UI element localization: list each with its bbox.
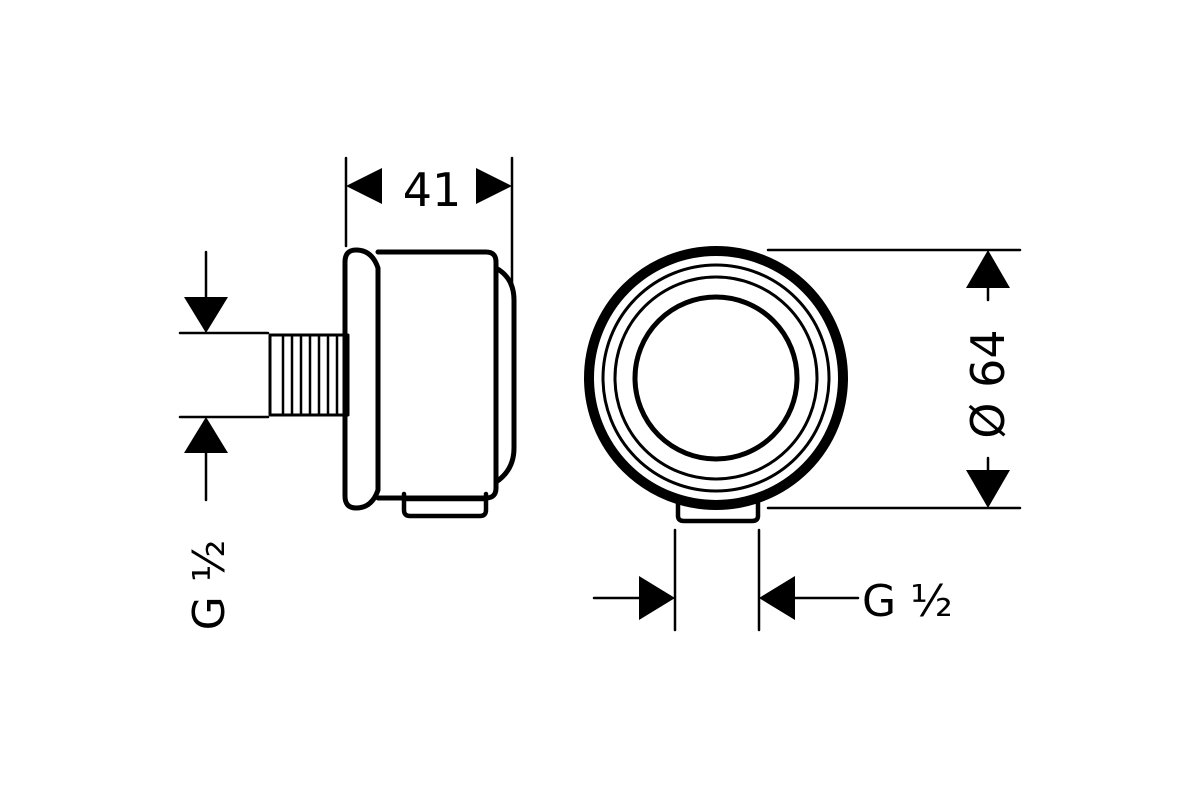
dimension-diameter-64: Ø 64 <box>766 248 1022 510</box>
dimension-41: 41 <box>344 156 514 292</box>
arrow-left-icon <box>759 576 795 620</box>
arrow-down-icon <box>184 297 228 333</box>
front-view: Ø 64 G ½ <box>584 246 1022 632</box>
arrow-right-icon <box>346 168 382 204</box>
side-view: 41 G ½ <box>178 156 517 631</box>
front-outlet <box>675 489 761 524</box>
diameter-64-label: Ø 64 <box>961 329 1015 438</box>
side-body <box>342 247 517 519</box>
arrow-right-icon <box>639 576 675 620</box>
arrow-down-icon <box>966 470 1010 508</box>
thread-front-label: G ½ <box>862 576 953 627</box>
side-thread-inlet <box>268 333 350 417</box>
dimension-41-label: 41 <box>403 163 462 217</box>
thread-side-label: G ½ <box>184 540 235 631</box>
front-ring-2 <box>601 263 831 493</box>
dimension-thread-front: G ½ <box>592 528 953 632</box>
front-outer-ring <box>584 246 848 510</box>
arrow-up-icon <box>184 417 228 453</box>
arrow-left-icon <box>476 168 512 204</box>
arrow-up-icon <box>966 250 1010 288</box>
front-ring-3 <box>613 275 819 481</box>
dimension-thread-side: G ½ <box>178 250 270 631</box>
front-inner-ring <box>632 294 800 462</box>
